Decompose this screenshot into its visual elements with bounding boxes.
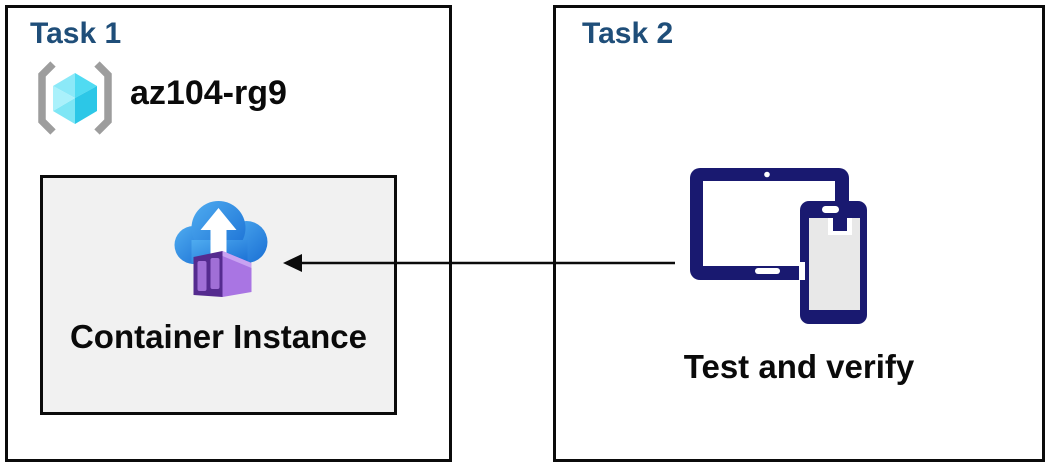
task2-title: Task 2	[582, 17, 674, 50]
task1-title: Task 1	[30, 17, 122, 50]
container-instance-icon	[174, 201, 267, 297]
resource-group-icon	[38, 61, 112, 135]
container-instance-panel: Container Instance	[40, 175, 397, 415]
resource-group-name: az104-rg9	[130, 74, 287, 112]
phone-icon	[799, 201, 867, 324]
tablet-phone-icon	[690, 168, 867, 324]
task1-box: Task 1 az104-rg9	[5, 5, 452, 462]
task2-box: Task 2 Test and verify	[553, 5, 1045, 462]
test-verify-label: Test and verify	[683, 348, 915, 385]
container-instance-label: Container Instance	[69, 318, 368, 355]
container-box-icon	[193, 251, 251, 297]
